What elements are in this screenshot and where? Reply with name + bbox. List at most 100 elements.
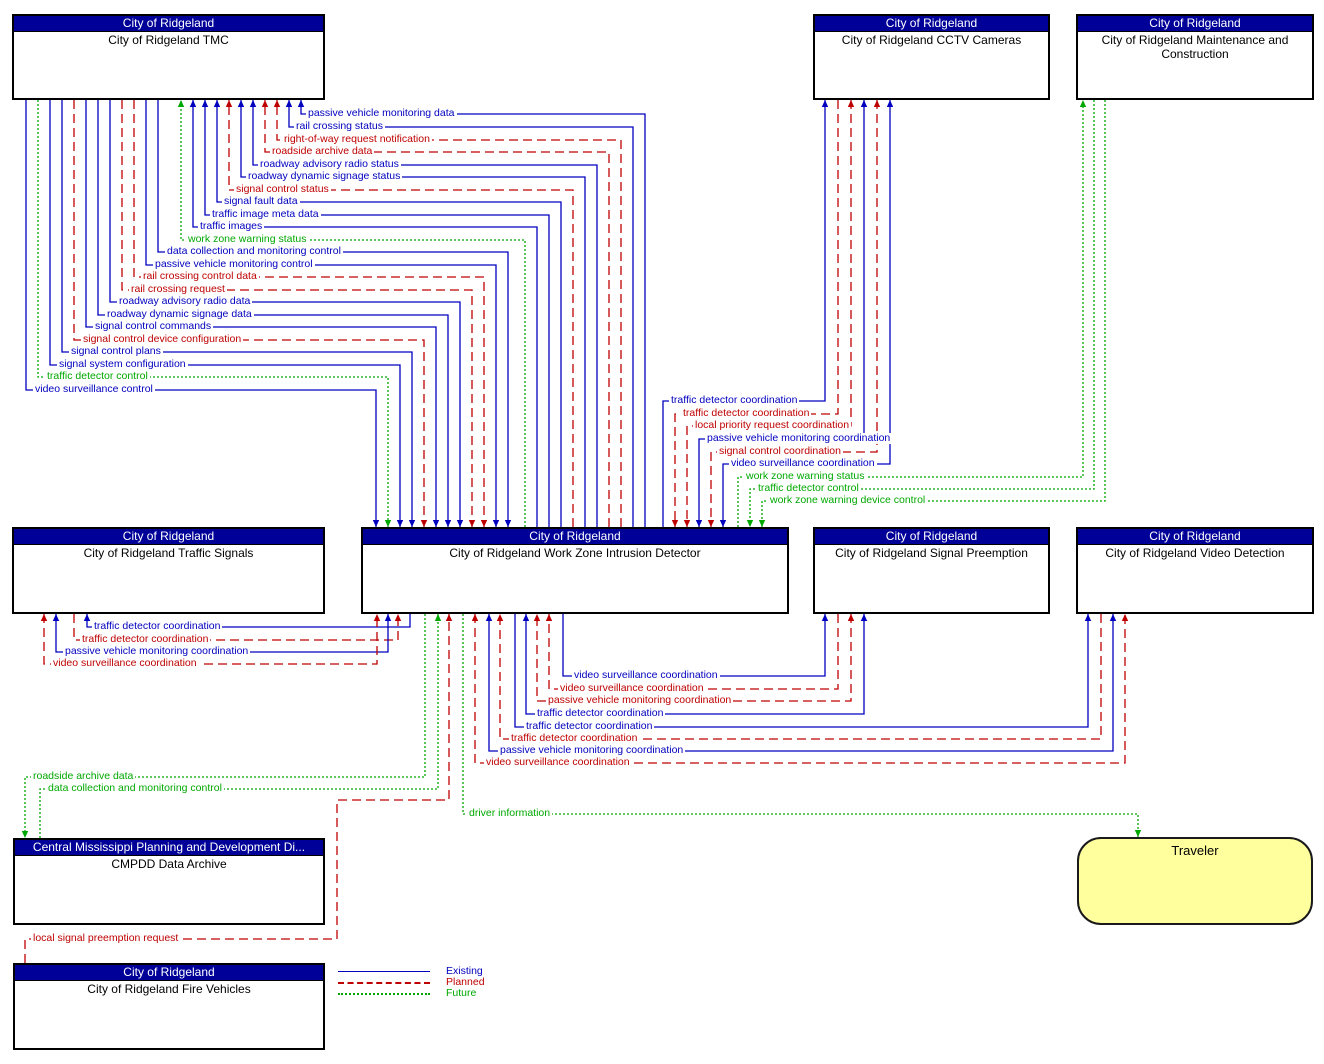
entity-header: City of Ridgeland [815,16,1048,32]
flow-arrowhead [545,614,553,621]
flow-label: video surveillance coordination [51,657,199,669]
flow-line [488,614,1114,752]
flow-arrowhead [533,614,541,621]
flow-label: signal fault data [222,195,300,207]
flow-line [252,100,598,527]
flow-label: roadway advisory radio status [258,158,401,170]
entity-box-work-zone-intrusion-detector[interactable]: City of Ridgeland City of Ridgeland Work… [361,527,789,614]
flow-label: data collection and monitoring control [165,245,343,257]
flow-label: right-of-way request notification [282,133,432,145]
flow-label: data collection and monitoring control [46,782,224,794]
flow-arrowhead [394,614,402,621]
legend-label: Planned [446,976,485,988]
flow-arrowhead [297,100,305,107]
flow-label: video surveillance coordination [729,457,877,469]
flow-label: signal control commands [93,320,214,332]
flow-line [97,100,449,527]
entity-header: City of Ridgeland [363,529,787,545]
flow-arrowhead [52,614,60,621]
entity-header: City of Ridgeland [815,529,1048,545]
flow-arrowhead [83,614,91,621]
flow-line [474,614,1126,764]
flow-label: rail crossing status [294,120,385,132]
flow-label: traffic detector coordination [92,620,223,632]
flow-arrowhead [373,614,381,621]
flow-label: video surveillance control [33,383,155,395]
flow-label: roadway advisory radio data [117,295,253,307]
flow-arrowhead [225,100,233,107]
flow-label: local signal preemption request [31,932,181,944]
flow-arrowhead [1121,614,1129,621]
legend-label: Future [446,987,477,999]
flow-arrowhead [1134,830,1142,837]
flow-line [737,100,1084,527]
flow-label: passive vehicle monitoring data [306,107,457,119]
flow-line [145,100,497,527]
flow-arrowhead [886,100,894,107]
flow-label: traffic image meta data [210,208,321,220]
flow-arrowhead [504,520,512,527]
flow-line [749,100,1095,527]
flow-arrowhead [201,100,209,107]
entity-box-video-detection[interactable]: City of Ridgeland City of Ridgeland Vide… [1076,527,1314,614]
flow-line [562,614,826,677]
flow-label: passive vehicle monitoring coordination [498,744,686,756]
flow-label: passive vehicle monitoring coordination [546,694,734,706]
flow-label: work zone warning status [744,470,867,482]
flow-arrowhead [396,520,404,527]
entity-box-maintenance-construction[interactable]: City of Ridgeland City of Ridgeland Main… [1076,14,1314,100]
flow-line [514,614,1089,728]
flow-label: traffic detector coordination [535,707,666,719]
flow-label: video surveillance coordination [572,669,720,681]
entity-box-fire-vehicles[interactable]: City of Ridgeland City of Ridgeland Fire… [13,963,325,1050]
flow-label: video surveillance coordination [484,756,632,768]
entity-header: Central Mississippi Planning and Develop… [15,840,323,856]
flow-line [761,100,1106,527]
flow-label: rail crossing request [129,283,227,295]
entity-box-traffic-signals[interactable]: City of Ridgeland City of Ridgeland Traf… [12,527,325,614]
flow-line [24,614,426,838]
flow-arrowhead [707,520,715,527]
flow-line [25,100,377,527]
flow-label: roadway dynamic signage data [105,308,254,320]
flow-arrowhead [372,520,380,527]
flow-line [288,100,634,527]
flow-arrowhead [261,100,269,107]
flow-line [216,100,562,527]
flow-line [240,100,586,527]
flow-line [192,100,538,527]
flow-arrowhead [492,520,500,527]
flow-line [264,100,610,527]
flow-arrowhead [746,520,754,527]
flow-arrowhead [695,520,703,527]
flow-arrowhead [434,614,442,621]
flow-label: work zone warning status [186,233,309,245]
flow-label: signal system configuration [57,358,188,370]
flow-arrowhead [456,520,464,527]
entity-header: City of Ridgeland [15,965,323,981]
entity-name: City of Ridgeland CCTV Cameras [841,33,1022,47]
flow-arrowhead [821,614,829,621]
flow-arrowhead [1109,614,1117,621]
entity-box-signal-preemption[interactable]: City of Ridgeland City of Ridgeland Sign… [813,527,1050,614]
entity-box-cmpdd-data-archive[interactable]: Central Mississippi Planning and Develop… [13,838,325,925]
flow-arrowhead [273,100,281,107]
flow-arrowhead [719,520,727,527]
flow-label: work zone warning device control [768,494,928,506]
terminator-box-traveler[interactable]: Traveler [1077,837,1313,925]
flow-label: signal control device configuration [81,333,244,345]
flow-label: roadway dynamic signage status [246,170,403,182]
entity-box-tmc[interactable]: City of Ridgeland City of Ridgeland TMC [12,14,325,100]
flow-arrowhead [480,520,488,527]
flow-label: traffic detector coordination [681,407,812,419]
entity-box-cctv-cameras[interactable]: City of Ridgeland City of Ridgeland CCTV… [813,14,1050,100]
flow-label: passive vehicle monitoring coordination [63,645,251,657]
flow-label: traffic detector control [756,482,861,494]
flow-line [228,100,574,527]
flow-label: traffic detector control [45,370,150,382]
flow-line [73,614,399,641]
flow-arrowhead [177,100,185,107]
flow-arrowhead [485,614,493,621]
flow-label: passive vehicle monitoring control [153,258,315,270]
entity-name: City of Ridgeland Work Zone Intrusion De… [449,546,701,560]
